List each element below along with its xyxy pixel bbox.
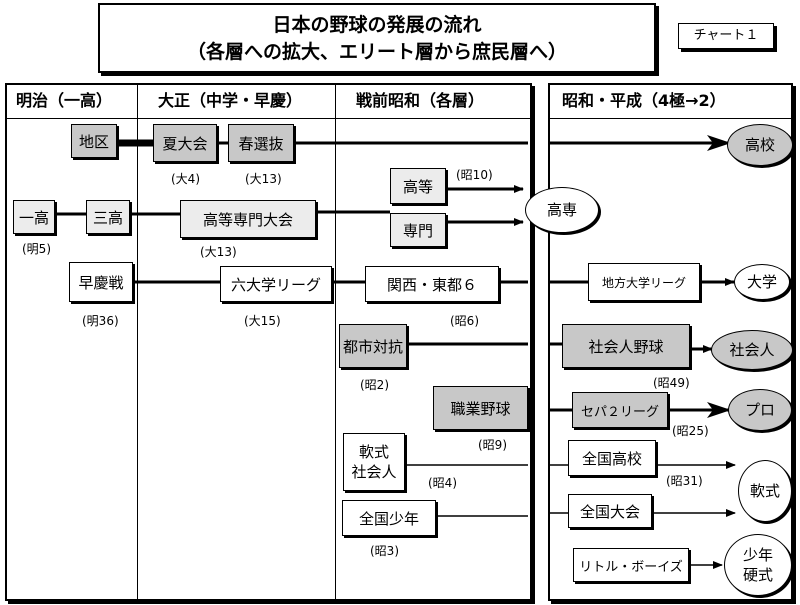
node-nanshiki-shakaijin: 軟式 社会人 — [343, 433, 405, 491]
era-divider-2 — [335, 85, 336, 599]
node-nanshiki-shakaijin-line1: 軟式 — [358, 443, 389, 461]
node-shokugyo-yakyu: 職業野球 — [433, 386, 528, 430]
node-senmon: 専門 — [390, 213, 446, 247]
goal-shonen-koshiki-line1: 少年 — [742, 546, 773, 564]
diagram-subtitle: （各層への拡大、エリート層から庶民層へ） — [186, 41, 567, 63]
node-zenkoku-taikai: 全国大会 — [568, 494, 652, 528]
date-mei36: (明36) — [82, 314, 119, 328]
date-sho49: (昭49) — [653, 376, 690, 390]
date-sho9: (昭9) — [478, 438, 507, 452]
title-box: 日本の野球の発展の流れ （各層への拡大、エリート層から庶民層へ） — [98, 3, 656, 73]
date-dai15: (大15) — [244, 314, 281, 328]
date-dai4: (大4) — [171, 172, 200, 186]
goal-pro: プロ — [728, 389, 792, 431]
era-meiji: 明治（一高） — [16, 91, 113, 110]
node-toshi-taiko: 都市対抗 — [339, 324, 407, 368]
header-divider-left — [7, 118, 530, 119]
date-mei5: (明5) — [22, 242, 51, 256]
date-sho2: (昭2) — [360, 378, 389, 392]
diagram-title: 日本の野球の発展の流れ — [272, 14, 482, 36]
node-roku-daigaku-league: 六大学リーグ — [220, 266, 332, 302]
date-sho6: (昭6) — [450, 314, 479, 328]
node-little-boys: リトル・ボーイズ — [573, 548, 689, 582]
date-sho4: (昭4) — [428, 476, 457, 490]
node-sokeisen: 早慶戦 — [69, 262, 133, 302]
goal-shakaijin: 社会人 — [711, 330, 793, 370]
date-sho31: (昭31) — [666, 474, 703, 488]
date-sho10: (昭10) — [456, 168, 493, 182]
date-dai13-kotosenmon: (大13) — [200, 245, 237, 259]
date-sho3: (昭3) — [370, 544, 399, 558]
date-dai13-haru: (大13) — [245, 172, 282, 186]
node-shakaijin-yakyu: 社会人野球 — [562, 324, 690, 368]
node-ichiko: 一高 — [13, 200, 55, 234]
node-chiku: 地区 — [71, 124, 117, 158]
node-sepa-2-league: セパ２リーグ — [572, 392, 668, 428]
era-divider-1 — [137, 85, 138, 599]
goal-shonen-koshiki: 少年 硬式 — [724, 534, 792, 596]
node-koto: 高等 — [390, 168, 446, 204]
node-kansai-toto: 関西・東都６ — [365, 266, 499, 302]
node-zenkoku-shonen: 全国少年 — [342, 500, 436, 536]
era-showa-heisei: 昭和・平成（4極→2） — [562, 91, 726, 110]
node-chiho-daigaku-league: 地方大学リーグ — [588, 263, 700, 301]
header-divider-right — [550, 118, 791, 119]
node-natsu-taikai: 夏大会 — [153, 124, 217, 162]
goal-kosen: 高専 — [525, 187, 599, 233]
goal-daigaku: 大学 — [734, 264, 790, 300]
node-zenkoku-koko: 全国高校 — [568, 440, 656, 476]
node-sanko: 三高 — [86, 200, 130, 234]
era-senzen: 戦前昭和（各層） — [356, 91, 485, 110]
goal-koko: 高校 — [727, 124, 793, 166]
era-taisho: 大正（中学・早慶） — [158, 91, 303, 110]
date-sho25: (昭25) — [672, 424, 709, 438]
goal-nanshiki: 軟式 — [738, 460, 792, 522]
node-haru-senbatsu: 春選抜 — [228, 124, 294, 162]
node-koto-senmon-taikai: 高等専門大会 — [180, 200, 316, 238]
goal-shonen-koshiki-line2: 硬式 — [742, 566, 773, 584]
chart-tag: チャート１ — [678, 23, 774, 49]
node-nanshiki-shakaijin-line2: 社会人 — [351, 463, 397, 481]
